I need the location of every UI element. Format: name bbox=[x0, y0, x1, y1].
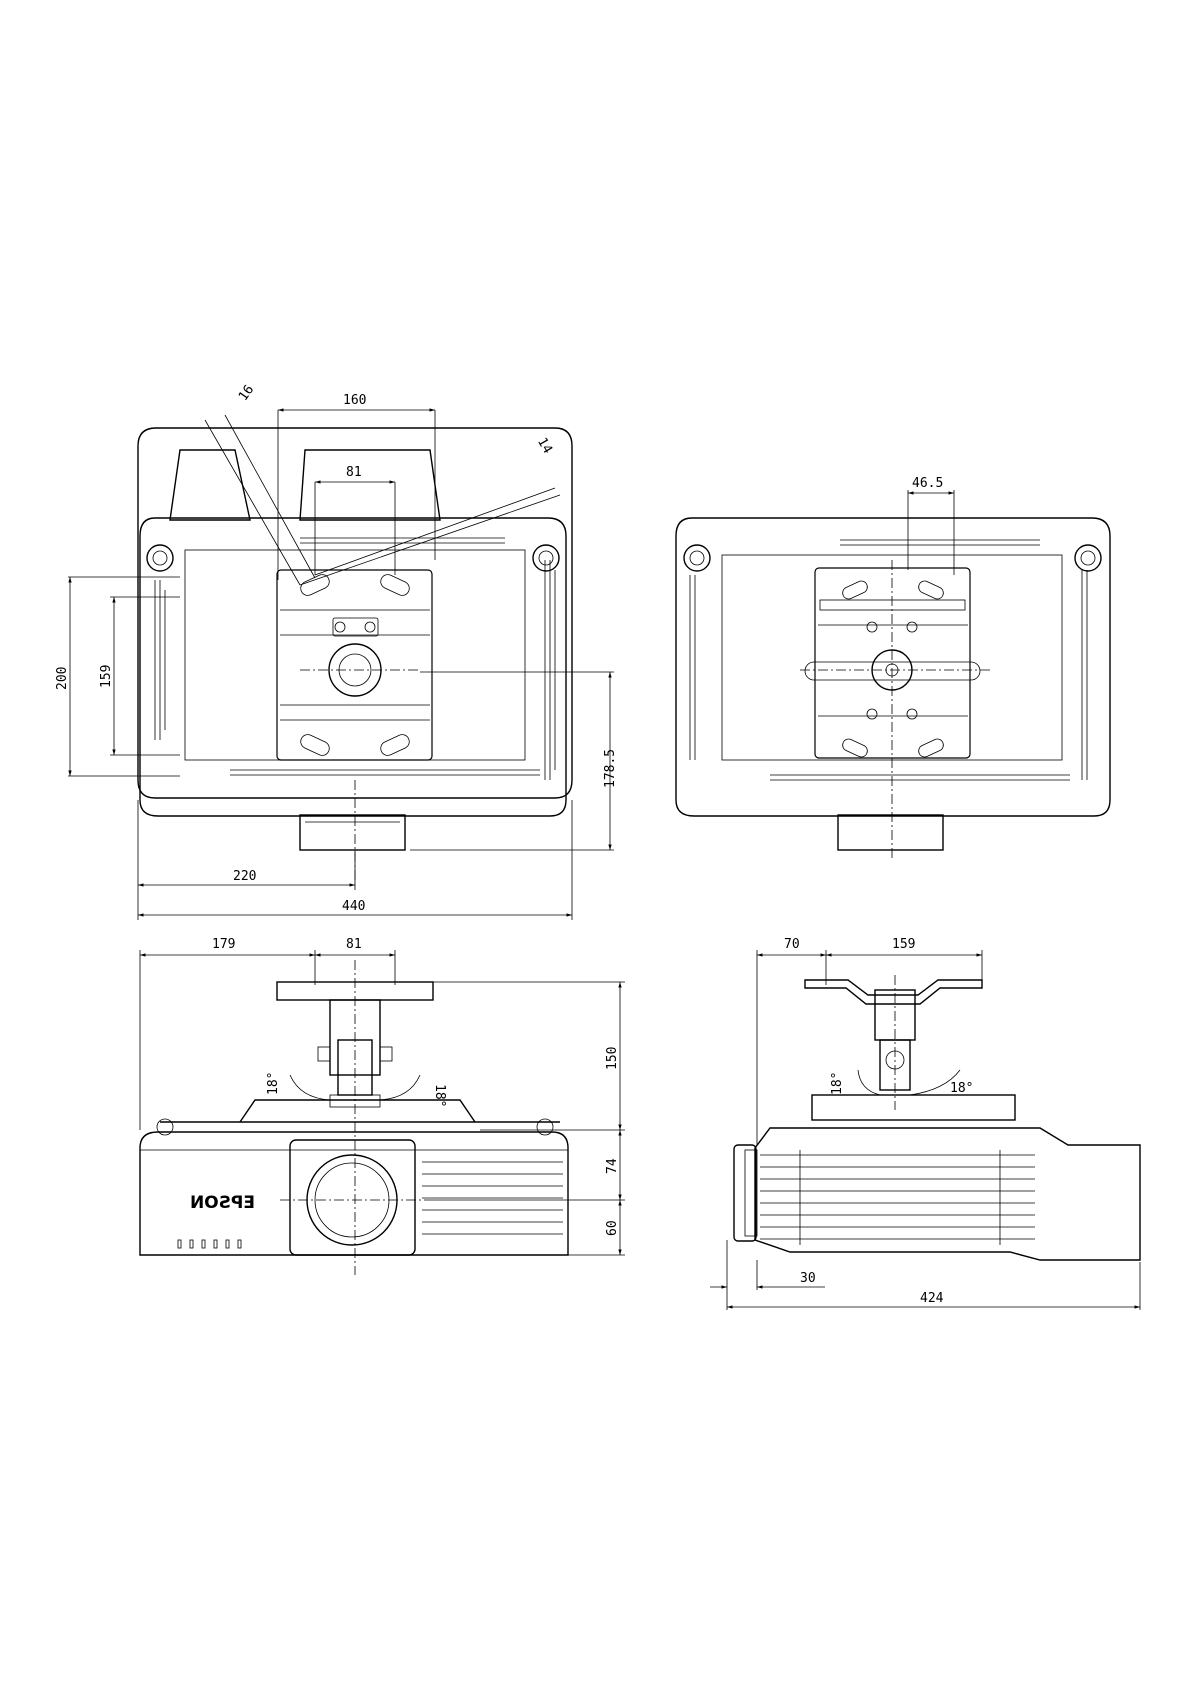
foot-left bbox=[147, 545, 173, 571]
dim-424: 424 bbox=[920, 1291, 944, 1306]
dim-178-5: 178.5 bbox=[603, 749, 618, 788]
dim-160: 160 bbox=[343, 393, 366, 408]
angle-right-side: 18° bbox=[950, 1081, 973, 1096]
dim-200: 200 bbox=[55, 667, 70, 690]
dim-81-top: 81 bbox=[346, 465, 362, 480]
dim-179: 179 bbox=[212, 937, 235, 952]
dim-70: 70 bbox=[784, 937, 800, 952]
lens-barrel bbox=[300, 815, 405, 850]
side-vents bbox=[760, 1150, 1035, 1245]
view-top-right: 46.5 bbox=[676, 476, 1110, 860]
projector-side-body bbox=[755, 1128, 1140, 1260]
foot-right-right-view bbox=[1075, 545, 1101, 571]
dim-16: 16 bbox=[236, 383, 257, 404]
plate-tab-left bbox=[170, 450, 250, 520]
dim-150: 150 bbox=[605, 1047, 620, 1070]
dim-74: 74 bbox=[605, 1158, 620, 1174]
mount-plate-side bbox=[812, 1095, 1015, 1120]
dim-159-side: 159 bbox=[892, 937, 915, 952]
foot-right bbox=[533, 545, 559, 571]
dim-30: 30 bbox=[800, 1271, 816, 1286]
mount-plate-right bbox=[815, 568, 970, 758]
vent-right bbox=[545, 560, 555, 780]
indicator-lights bbox=[178, 1240, 241, 1248]
dim-81-front: 81 bbox=[346, 937, 362, 952]
angle-left-side: 18° bbox=[830, 1072, 845, 1095]
dim-220: 220 bbox=[233, 869, 256, 884]
plate-tab-right bbox=[300, 450, 440, 520]
angle-left-front: 18° bbox=[266, 1072, 281, 1095]
dim-14: 14 bbox=[534, 435, 555, 456]
front-vents bbox=[422, 1162, 563, 1234]
vent-left bbox=[155, 580, 165, 740]
ceiling-bracket-side bbox=[805, 980, 982, 1004]
view-front: 18° 18° EPSON bbox=[140, 937, 625, 1275]
angle-right-front: 18° bbox=[432, 1084, 447, 1107]
view-side: 18° 18° 70 159 bbox=[710, 937, 1140, 1310]
lens-barrel-right bbox=[838, 815, 943, 850]
dim-440: 440 bbox=[342, 899, 365, 914]
dim-60: 60 bbox=[605, 1220, 620, 1236]
brand-logo: EPSON bbox=[190, 1193, 255, 1213]
dim-159-left: 159 bbox=[99, 665, 114, 688]
mount-plate bbox=[277, 570, 432, 760]
view-top-left: 160 81 16 14 200 159 178.5 220 440 bbox=[55, 383, 618, 920]
dim-46-5: 46.5 bbox=[912, 476, 943, 491]
foot-left-right-view bbox=[684, 545, 710, 571]
